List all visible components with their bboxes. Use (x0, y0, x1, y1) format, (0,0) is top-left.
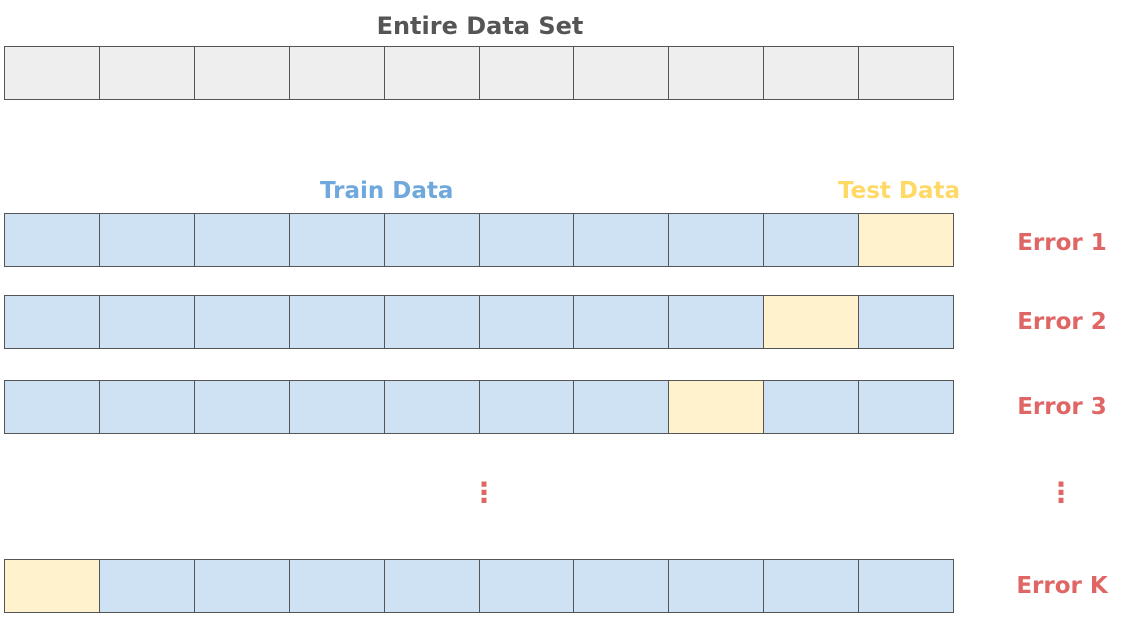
dataset-fold-cell (384, 47, 480, 99)
train-fold-cell (764, 381, 860, 433)
test-data-label: Test Data (838, 178, 961, 204)
dataset-fold-cell (194, 47, 290, 99)
full-dataset-row (4, 46, 954, 100)
vertical-ellipsis-icon: ⋮ (470, 476, 498, 509)
train-fold-cell (479, 381, 575, 433)
train-fold-cell (764, 560, 860, 612)
dataset-fold-cell (669, 47, 765, 99)
train-fold-cell (99, 214, 195, 266)
fold-row-1 (4, 213, 954, 267)
train-fold-cell (99, 560, 195, 612)
error-label-k: Error K (1016, 573, 1108, 599)
test-fold-cell (764, 296, 860, 348)
train-fold-cell (384, 296, 480, 348)
train-fold-cell (289, 296, 385, 348)
train-fold-cell (574, 560, 670, 612)
train-fold-cell (5, 381, 100, 433)
error-label-3: Error 3 (1017, 394, 1107, 420)
dataset-fold-cell (289, 47, 385, 99)
train-fold-cell (194, 214, 290, 266)
train-fold-cell (384, 214, 480, 266)
test-fold-cell (669, 381, 765, 433)
fold-row-k (4, 559, 954, 613)
train-fold-cell (99, 296, 195, 348)
vertical-ellipsis-icon: ⋮ (1047, 476, 1075, 509)
train-fold-cell (194, 296, 290, 348)
train-fold-cell (479, 296, 575, 348)
train-fold-cell (669, 296, 765, 348)
dataset-fold-cell (859, 47, 954, 99)
train-fold-cell (384, 381, 480, 433)
dataset-fold-cell (574, 47, 670, 99)
dataset-fold-cell (5, 47, 100, 99)
train-fold-cell (479, 214, 575, 266)
error-label-1: Error 1 (1017, 230, 1107, 256)
entire-data-set-title: Entire Data Set (376, 12, 584, 40)
train-data-label: Train Data (320, 178, 454, 204)
train-fold-cell (99, 381, 195, 433)
dataset-fold-cell (99, 47, 195, 99)
train-fold-cell (574, 381, 670, 433)
train-fold-cell (859, 296, 954, 348)
train-fold-cell (574, 214, 670, 266)
train-fold-cell (384, 560, 480, 612)
train-fold-cell (669, 214, 765, 266)
dataset-fold-cell (764, 47, 860, 99)
train-fold-cell (194, 560, 290, 612)
train-fold-cell (479, 560, 575, 612)
fold-row-2 (4, 295, 954, 349)
train-fold-cell (289, 214, 385, 266)
test-fold-cell (859, 214, 954, 266)
train-fold-cell (669, 560, 765, 612)
dataset-fold-cell (479, 47, 575, 99)
train-fold-cell (764, 214, 860, 266)
error-label-2: Error 2 (1017, 309, 1107, 335)
train-fold-cell (194, 381, 290, 433)
fold-row-3 (4, 380, 954, 434)
train-fold-cell (289, 381, 385, 433)
train-fold-cell (5, 214, 100, 266)
train-fold-cell (574, 296, 670, 348)
train-fold-cell (859, 560, 954, 612)
train-fold-cell (289, 560, 385, 612)
train-fold-cell (5, 296, 100, 348)
test-fold-cell (5, 560, 100, 612)
train-fold-cell (859, 381, 954, 433)
